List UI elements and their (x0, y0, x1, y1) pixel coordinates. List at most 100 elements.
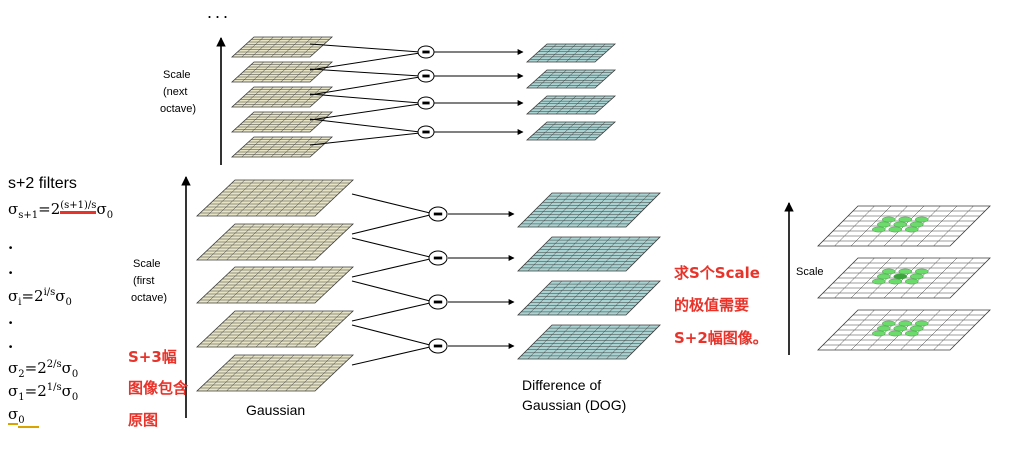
minus-next-2 (417, 69, 435, 83)
extrema-neighbor (888, 330, 902, 337)
gaussian-next-2 (230, 61, 334, 83)
extrema-center (893, 273, 907, 280)
sub: i (18, 297, 22, 308)
eq: =2 (21, 287, 44, 305)
gaussian-next-1 (230, 36, 334, 58)
sigma-symbol: σ (8, 405, 19, 425)
extrema-neighbor (882, 216, 896, 223)
eq: =2 (24, 382, 47, 400)
scale-next-label-1: Scale (163, 69, 191, 81)
conn-first-up-4 (351, 324, 431, 346)
gaussian-first-5 (195, 354, 355, 392)
extrema-neighbor (915, 320, 929, 327)
scale-first-label-2: (first (133, 275, 154, 287)
dog-label-1: Difference of (522, 377, 601, 393)
sub: 0 (71, 369, 79, 380)
extrema-neighbor (882, 268, 896, 275)
gaussian-label: Gaussian (246, 402, 305, 418)
formula-sigma-2: σ2=22/sσ0 (8, 360, 78, 380)
minus-first-4 (428, 338, 448, 354)
sigma-symbol: σ (8, 382, 19, 400)
sigma-symbol: σ (96, 200, 107, 218)
sup: 1/s (46, 382, 62, 393)
extrema-neighbor (893, 325, 907, 332)
sigma-symbol: σ (61, 382, 72, 400)
extrema-neighbor (888, 278, 902, 285)
annotation-right-2: 的极值需要 (674, 296, 750, 314)
filters-count: s+2 filters (8, 175, 77, 192)
extrema-neighbor (872, 226, 886, 233)
sub: 0 (65, 297, 72, 308)
sub: 0 (18, 416, 39, 428)
minus-first-1 (428, 206, 448, 222)
extrema-neighbor (910, 325, 924, 332)
dog-first-1 (517, 192, 661, 228)
gaussian-first-2 (195, 223, 355, 261)
dog-next-4 (525, 121, 617, 141)
dog-next-1 (525, 43, 617, 63)
dog-first-3 (517, 280, 661, 316)
annotation-left-3: 原图 (128, 411, 159, 429)
sub: s+1 (18, 210, 39, 221)
dot-3: . (8, 310, 14, 328)
extrema-neighbor (893, 221, 907, 228)
eq: =2 (38, 200, 61, 218)
dog-next-3 (525, 95, 617, 115)
minus-next-3 (417, 96, 435, 110)
formula-sigma-i: σi=2i/sσ0 (8, 288, 72, 308)
conn-next-up-4 (309, 118, 421, 133)
sigma-symbol: σ (61, 359, 72, 377)
annotation-right-1: 求S个Scale (674, 264, 760, 282)
sigma-symbol: σ (8, 287, 19, 305)
gaussian-next-3 (230, 86, 334, 108)
dog-next-2 (525, 69, 617, 89)
conn-next-down-1 (309, 52, 421, 71)
conn-first-up-3 (351, 280, 431, 302)
extrema-neighbor (872, 330, 886, 337)
sub: 0 (71, 392, 79, 403)
scale-first-label-3: octave) (131, 292, 167, 304)
extrema-neighbor (910, 221, 924, 228)
extrema-neighbor (888, 226, 902, 233)
extrema-neighbor (898, 320, 912, 327)
dog-first-4 (517, 324, 661, 360)
conn-first-up-1 (351, 193, 431, 214)
extrema-neighbor (898, 216, 912, 223)
minus-first-3 (428, 294, 448, 310)
extrema-neighbor (877, 273, 891, 280)
extrema-layer-1 (817, 205, 991, 247)
gaussian-next-5 (230, 136, 334, 158)
extrema-neighbor (905, 226, 919, 233)
extrema-neighbor (915, 216, 929, 223)
formula-sigma-1: σ1=21/sσ0 (8, 383, 78, 403)
annotation-left-2: 图像包含 (128, 379, 189, 397)
extrema-layer-3 (817, 309, 991, 351)
sup: i/s (43, 287, 56, 298)
scale-first-label-1: Scale (133, 258, 161, 270)
conn-next-down-3 (309, 103, 421, 121)
extrema-layer-2 (817, 257, 991, 299)
sub: 2 (18, 369, 25, 380)
extrema-neighbor (905, 278, 919, 285)
gaussian-first-4 (195, 310, 355, 348)
sigma-symbol: σ (55, 287, 66, 305)
conn-first-down-4 (351, 346, 431, 366)
conn-next-down-4 (309, 132, 421, 146)
extrema-neighbor (910, 273, 924, 280)
conn-next-up-1 (309, 43, 421, 53)
minus-next-1 (417, 45, 435, 59)
conn-first-up-2 (351, 237, 431, 258)
conn-first-down-2 (351, 258, 431, 278)
gaussian-first-3 (195, 266, 355, 304)
gaussian-next-4 (230, 111, 334, 133)
sub: 0 (106, 210, 114, 221)
annotation-left-1: S+3幅 (128, 348, 177, 366)
gaussian-first-1 (195, 179, 355, 217)
dot-4: . (8, 334, 14, 352)
ellipsis: ... (207, 2, 231, 22)
extrema-neighbor (877, 221, 891, 228)
eq: =2 (24, 359, 47, 377)
conn-next-up-3 (309, 93, 421, 104)
scale-next-label-3: octave) (160, 103, 196, 115)
